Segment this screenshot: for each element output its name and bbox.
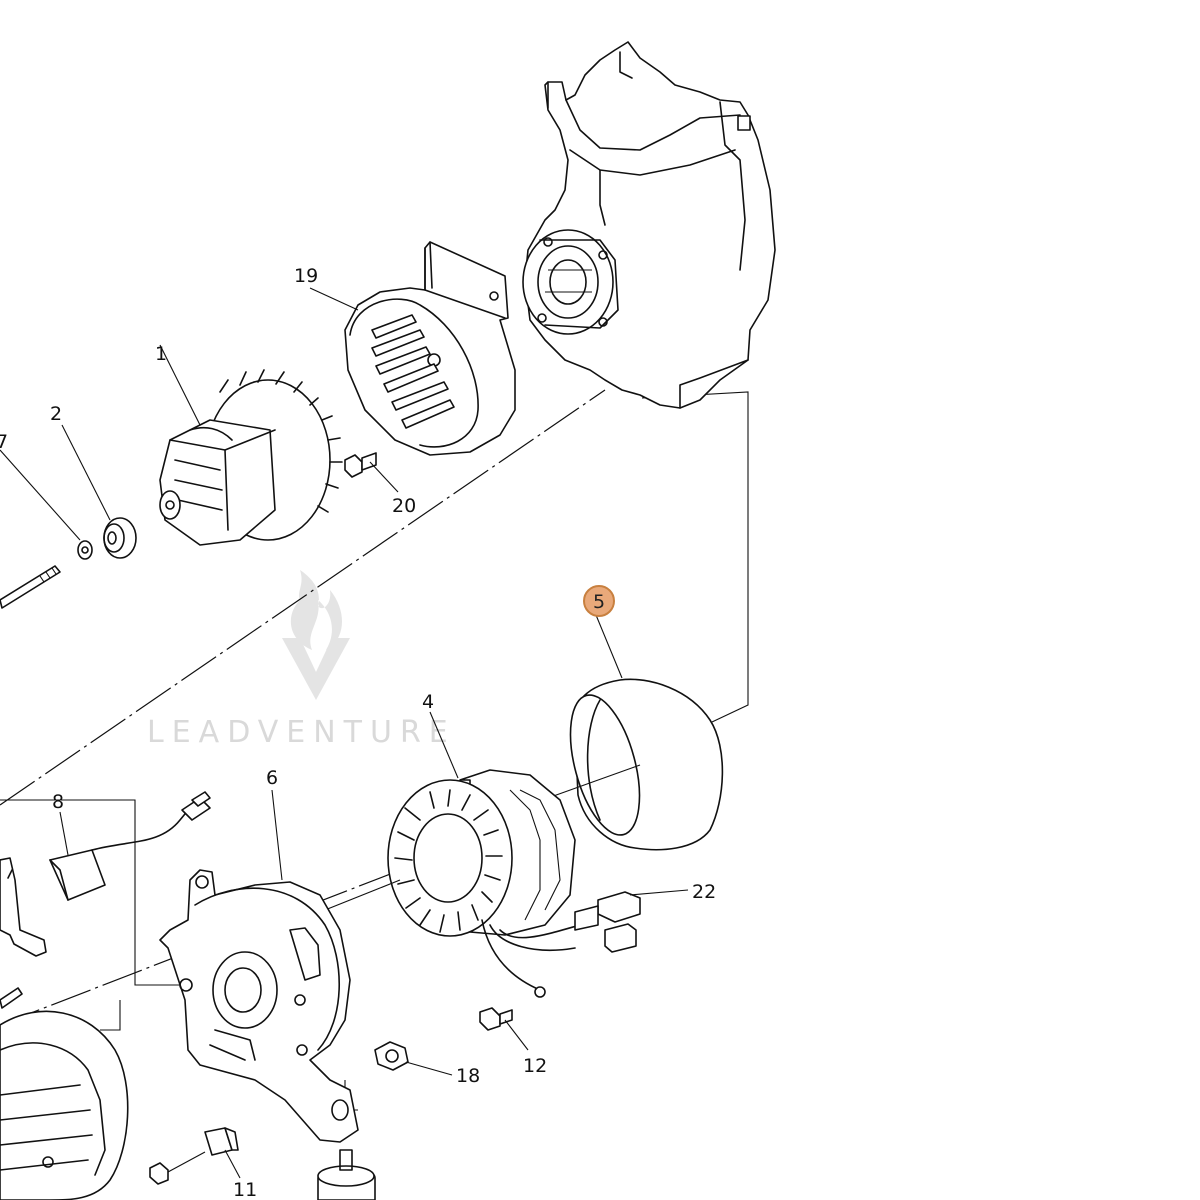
watermark-text: LEADVENTURE bbox=[147, 715, 456, 750]
flywheel-fins bbox=[219, 369, 343, 513]
callout-11: 11 bbox=[233, 1179, 257, 1200]
callout-19: 19 bbox=[294, 265, 318, 287]
part-22-connector bbox=[574, 889, 689, 953]
part-6-end-housing bbox=[159, 789, 359, 1143]
callout-5: 5 bbox=[593, 591, 605, 613]
stud-bolt bbox=[0, 987, 23, 1009]
mount-rubber bbox=[317, 1149, 376, 1200]
small-screw bbox=[149, 1151, 206, 1185]
engine-block bbox=[522, 41, 776, 409]
callout-6: 6 bbox=[266, 767, 278, 789]
callout-4: 4 bbox=[422, 691, 434, 713]
flame-v-logo-icon bbox=[282, 570, 350, 700]
watermark: LEADVENTURE bbox=[147, 570, 456, 750]
part-19-fan-housing bbox=[309, 241, 516, 456]
stator-windings bbox=[394, 789, 561, 933]
rear-cover bbox=[0, 1010, 129, 1200]
fan-housing-vents bbox=[371, 314, 455, 429]
callout-8: 8 bbox=[52, 791, 64, 813]
part-8-brush-holder bbox=[49, 791, 211, 901]
part-1-rotor bbox=[159, 344, 343, 546]
part-2-bearing bbox=[61, 424, 137, 559]
through-bolt bbox=[0, 565, 61, 609]
part-18-nut bbox=[374, 1041, 453, 1076]
part-20-bolt bbox=[344, 452, 399, 493]
part-4-stator bbox=[299, 711, 581, 998]
part-11-switch bbox=[204, 1127, 241, 1179]
part-12-screw bbox=[479, 1007, 529, 1051]
callout-18: 18 bbox=[456, 1065, 480, 1087]
callout-1: 1 bbox=[155, 343, 167, 365]
callout-7: 7 bbox=[0, 431, 8, 453]
part-7-washer bbox=[0, 449, 93, 560]
highlight-marker[interactable] bbox=[583, 585, 615, 617]
callout-12: 12 bbox=[523, 1055, 547, 1077]
callout-20: 20 bbox=[392, 495, 416, 517]
callout-22: 22 bbox=[692, 881, 716, 903]
part-5-ring bbox=[519, 614, 724, 851]
callout-2: 2 bbox=[50, 403, 62, 425]
callout-labels: 19 1 2 7 20 4 6 8 22 12 18 11 5 bbox=[0, 265, 716, 1200]
brush-bracket bbox=[0, 857, 47, 957]
callout-5-highlight[interactable]: 5 bbox=[583, 585, 615, 617]
